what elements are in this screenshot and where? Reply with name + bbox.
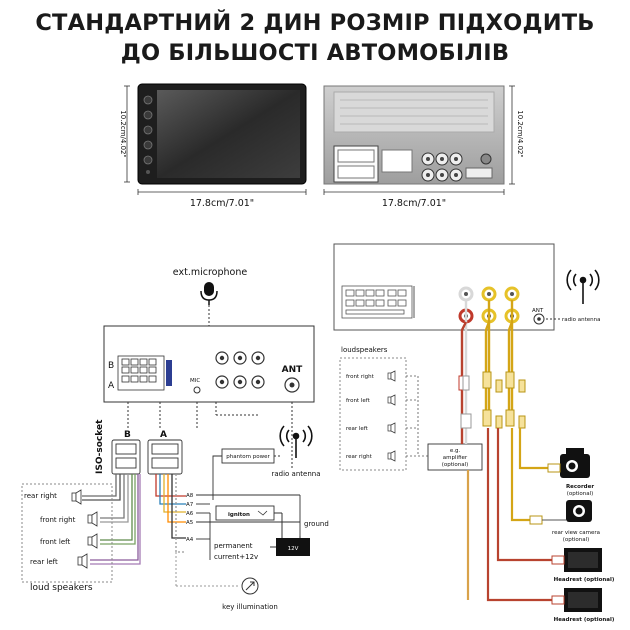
radio-antenna-label: radio antenna — [271, 470, 320, 478]
button-icon — [143, 125, 153, 135]
pin-label: A7 — [186, 502, 194, 508]
mic-hole-icon — [146, 170, 150, 174]
front-width-label: 17.8cm/7.01" — [190, 198, 254, 209]
rca-plug-icon — [482, 371, 526, 429]
amplifier-box — [427, 443, 483, 471]
speaker-label: front left — [346, 398, 371, 404]
microphone-icon — [200, 282, 218, 305]
headrest-icon — [551, 548, 602, 572]
key-illumination-label: key illumination — [222, 603, 278, 611]
radio-antenna-icon — [279, 425, 313, 458]
port-b-label: B — [108, 361, 114, 371]
speaker-label: front left — [40, 538, 70, 546]
iso-socket-a — [147, 439, 183, 475]
button-icon — [143, 140, 153, 150]
speaker-icon — [387, 370, 396, 462]
headrest-label: Headrest (optional) — [554, 577, 615, 583]
pin-label: A6 — [186, 511, 194, 517]
iso-port-icon — [341, 285, 413, 319]
loud-speakers-box — [21, 483, 113, 583]
recorder-icon — [560, 448, 590, 478]
speaker-label: rear left — [346, 426, 369, 432]
headrest-icon — [551, 588, 602, 612]
loud-speakers-label: loud speakers — [30, 583, 93, 593]
amplifier-label: amplifier — [443, 455, 468, 461]
front-unit — [137, 83, 307, 185]
rear-camera-opt-label: (optional) — [563, 537, 590, 543]
radio-antenna-icon — [566, 269, 600, 304]
front-screen — [157, 90, 300, 178]
iso-port-icon — [117, 355, 165, 391]
microphone-label: ext.microphone — [173, 267, 248, 278]
speaker-label: rear left — [30, 558, 58, 566]
battery-icon — [276, 538, 310, 556]
amplifier-label: e.g. — [450, 448, 461, 454]
pin-label: A4 — [186, 537, 194, 543]
back-unit — [323, 85, 505, 185]
speaker-icon — [71, 489, 98, 569]
button-icon — [143, 110, 153, 120]
port-a-label: A — [108, 381, 115, 391]
permanent-label: permanent — [214, 542, 253, 550]
page-title: СТАНДАРТНИЙ 2 ДИН РОЗМІР ПІДХОДИТЬ ДО БІ… — [0, 8, 630, 68]
battery-label: 12V — [288, 546, 299, 552]
title-line-1: СТАНДАРТНИЙ 2 ДИН РОЗМІР ПІДХОДИТЬ — [35, 10, 595, 36]
pin-label: A5 — [186, 520, 194, 526]
back-width-label: 17.8cm/7.01" — [382, 198, 446, 209]
pin-label: A8 — [186, 493, 194, 499]
phantom-power-label: phantom power — [226, 454, 270, 460]
rca-plug-icon — [460, 375, 472, 429]
recorder-label: Recorder — [566, 484, 594, 490]
title-line-2: ДО БІЛЬШОСТІ АВТОМОБІЛІВ — [120, 40, 510, 66]
front-height-label: 10.2cm/4.02" — [119, 110, 127, 157]
speaker-label: front right — [40, 516, 76, 524]
ground-label: ground — [304, 520, 329, 528]
switch-icon — [257, 510, 268, 516]
speaker-label: rear right — [346, 454, 373, 460]
socket-a-label: A — [160, 430, 167, 440]
blue-clip-icon — [166, 360, 172, 386]
iso-socket-label: ISO-socket — [95, 419, 105, 474]
speaker-label: front right — [346, 374, 375, 380]
recorder-opt-label: (optional) — [567, 491, 594, 497]
rear-camera-label: rear view camera — [552, 530, 600, 536]
socket-b-label: B — [124, 430, 131, 440]
ant-label-right: ANT — [532, 308, 544, 314]
antenna-jack-icon — [480, 153, 492, 165]
radio-antenna-label-right: radio antenna — [562, 317, 601, 323]
current-label: current+12v — [214, 553, 258, 561]
speaker-label: rear right — [24, 492, 57, 500]
iso-socket-b — [111, 439, 141, 475]
loudspeakers-label: loudspeakers — [341, 346, 388, 354]
button-icon — [143, 155, 153, 165]
ant-label-left: ANT — [282, 365, 303, 375]
button-icon — [143, 95, 153, 105]
amplifier-label: (optional) — [442, 462, 469, 468]
loudspeakers-box — [339, 357, 407, 471]
headrest-label: Headrest (optional) — [554, 617, 615, 623]
ignition-label: igniton — [228, 512, 250, 518]
mic-label: MIC — [190, 378, 200, 384]
rear-camera-icon — [566, 500, 592, 522]
back-height-label: 10.2cm/4.02" — [516, 110, 524, 157]
